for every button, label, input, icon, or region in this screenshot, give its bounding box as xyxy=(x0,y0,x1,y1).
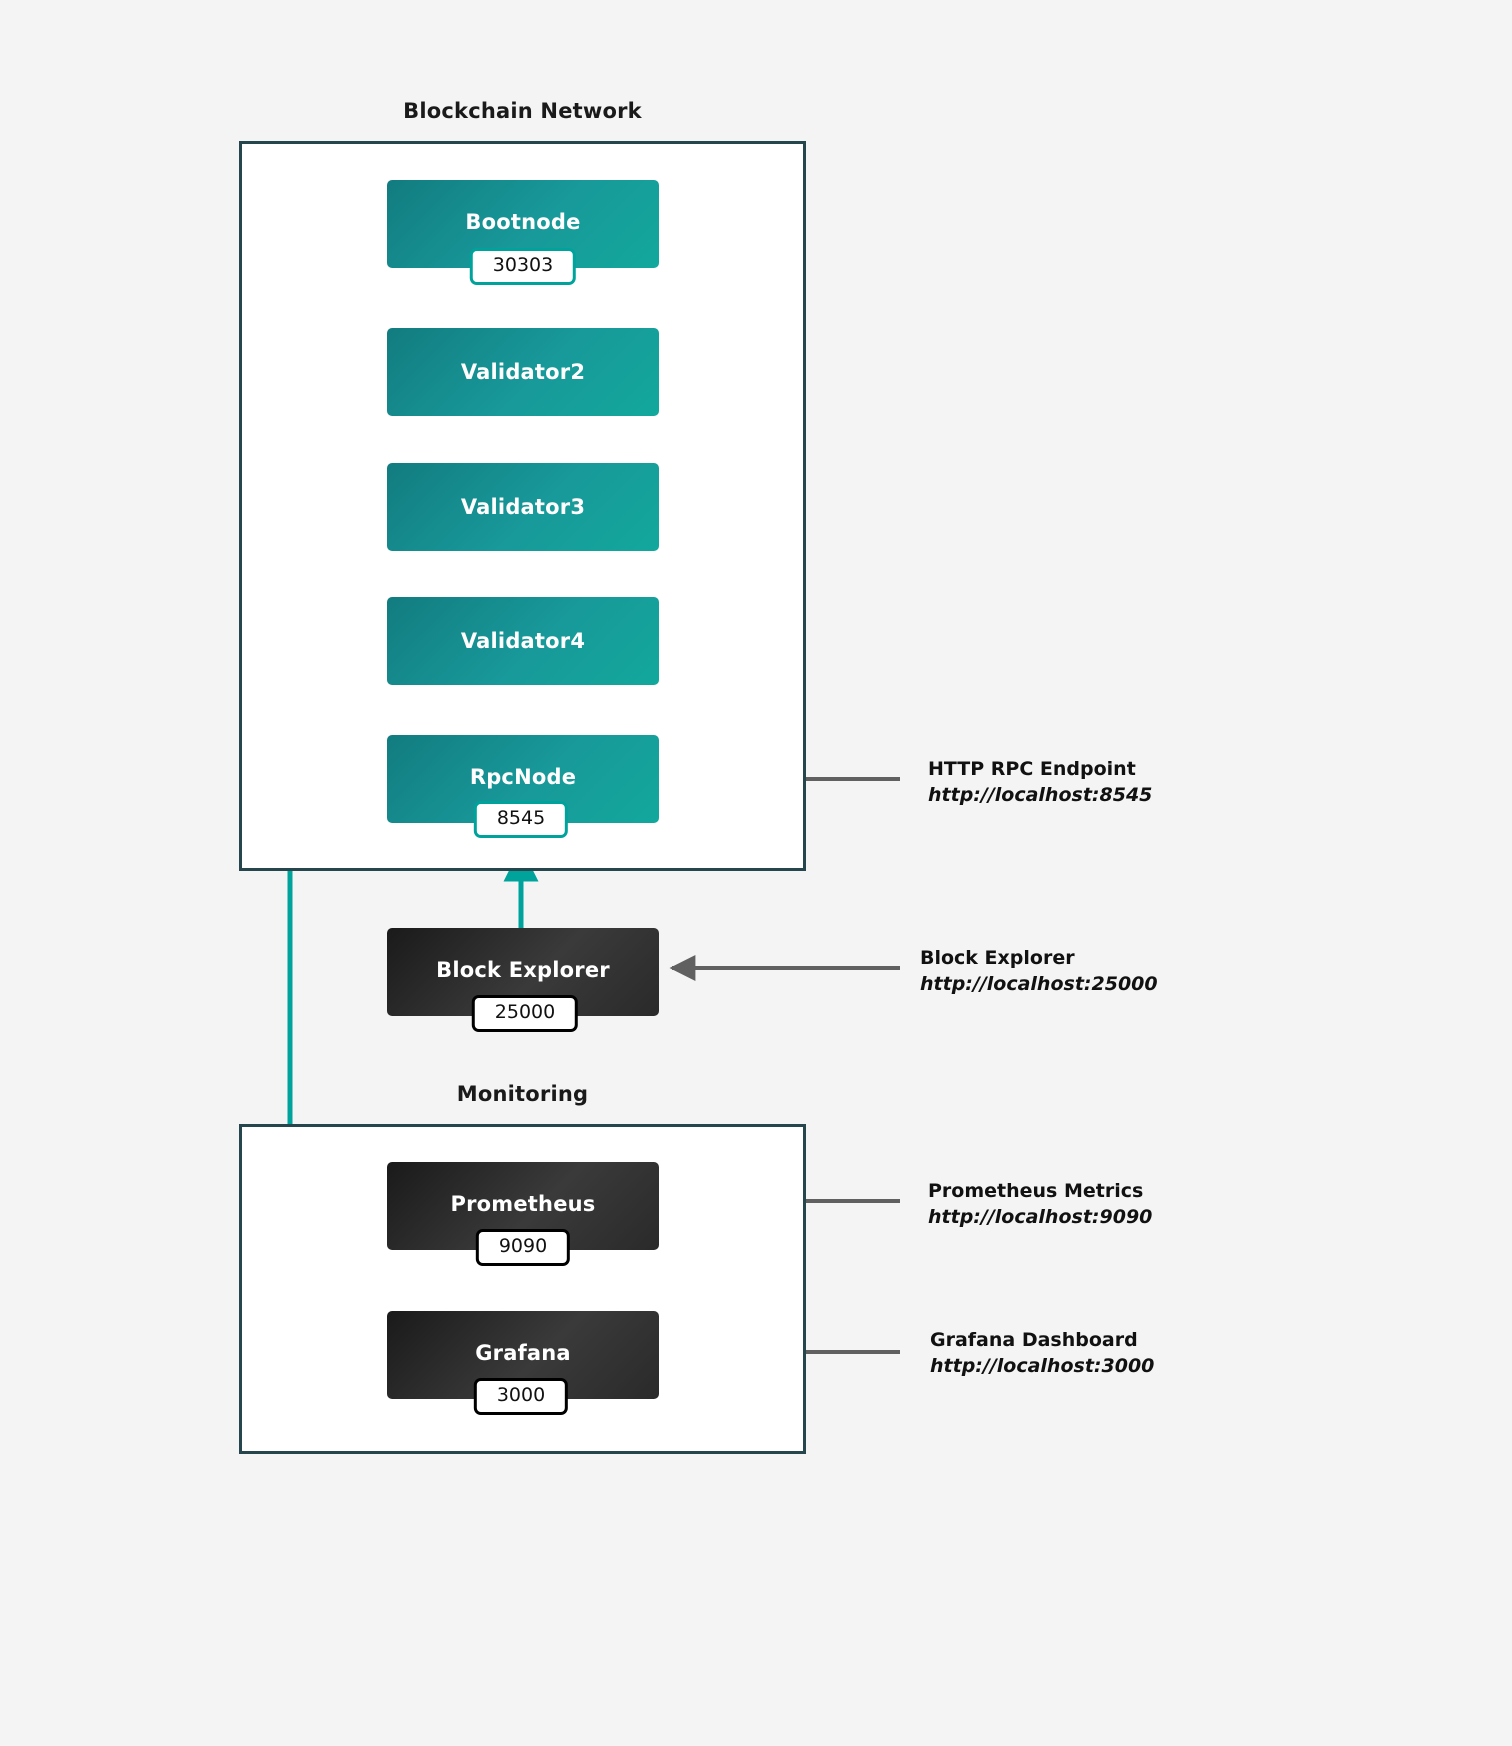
annotation-block-explorer-title: Block Explorer xyxy=(920,947,1075,969)
node-rpcnode-label: RpcNode xyxy=(469,764,577,789)
node-validator3[interactable]: Validator3 xyxy=(387,463,659,551)
annotation-block-explorer-url[interactable]: http://localhost:25000 xyxy=(920,972,1158,995)
node-rpcnode-port: 8545 xyxy=(473,801,569,838)
node-prometheus-port: 9090 xyxy=(475,1229,571,1266)
node-grafana-label: Grafana xyxy=(475,1340,571,1365)
annotation-block-explorer: Block Explorer http://localhost:25000 xyxy=(920,946,1158,997)
node-bootnode-label: Bootnode xyxy=(465,209,581,234)
annotation-grafana-dashboard-url[interactable]: http://localhost:3000 xyxy=(930,1354,1155,1377)
node-block-explorer[interactable]: Block Explorer xyxy=(387,928,659,1016)
node-bootnode-port: 30303 xyxy=(469,248,577,285)
node-block-explorer-port: 25000 xyxy=(471,995,579,1032)
annotation-rpc-endpoint-title: HTTP RPC Endpoint xyxy=(928,758,1136,780)
annotation-rpc-endpoint-url[interactable]: http://localhost:8545 xyxy=(928,783,1153,806)
group-title-monitoring: Monitoring xyxy=(456,1082,589,1106)
node-prometheus-label: Prometheus xyxy=(450,1191,596,1216)
annotation-grafana-dashboard-title: Grafana Dashboard xyxy=(930,1329,1138,1351)
annotation-prometheus-metrics-title: Prometheus Metrics xyxy=(928,1180,1144,1202)
group-title-blockchain-network: Blockchain Network xyxy=(403,99,642,123)
annotation-rpc-endpoint: HTTP RPC Endpoint http://localhost:8545 xyxy=(928,757,1152,808)
node-block-explorer-label: Block Explorer xyxy=(436,957,610,982)
node-validator2[interactable]: Validator2 xyxy=(387,328,659,416)
node-validator2-label: Validator2 xyxy=(460,359,586,384)
node-validator4[interactable]: Validator4 xyxy=(387,597,659,685)
node-validator4-label: Validator4 xyxy=(460,628,586,653)
annotation-grafana-dashboard: Grafana Dashboard http://localhost:3000 xyxy=(930,1328,1154,1379)
annotation-prometheus-metrics: Prometheus Metrics http://localhost:9090 xyxy=(928,1179,1152,1230)
node-validator3-label: Validator3 xyxy=(460,494,586,519)
annotation-prometheus-metrics-url[interactable]: http://localhost:9090 xyxy=(928,1205,1153,1228)
node-grafana-port: 3000 xyxy=(473,1378,569,1415)
